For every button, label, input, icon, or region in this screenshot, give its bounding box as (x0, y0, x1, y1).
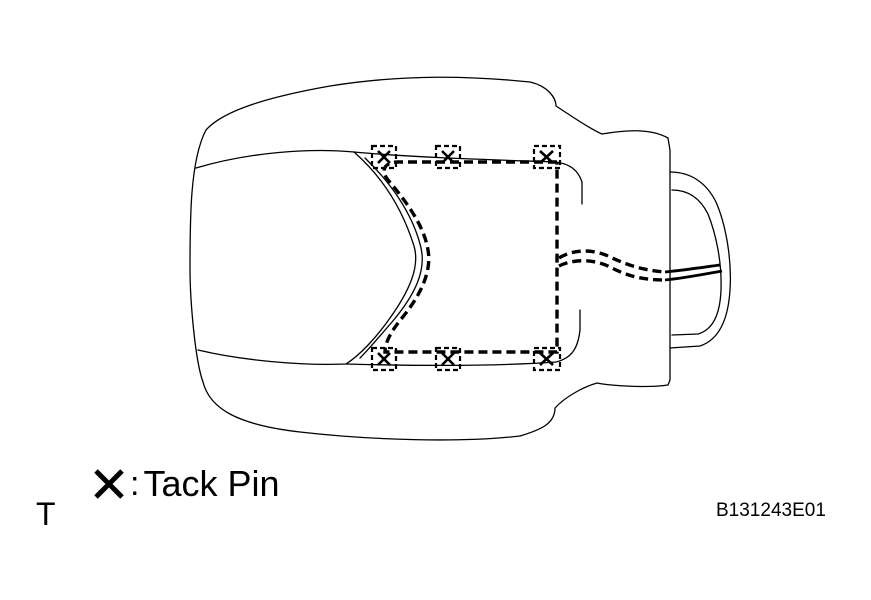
corner-letter: T (36, 496, 56, 532)
rear-panel-upper-edge (353, 151, 583, 205)
tack-pin (434, 144, 462, 170)
x-mark-icon (94, 469, 124, 499)
wire-harness-solid (664, 263, 721, 274)
rear-panel-lower-edge (345, 309, 581, 366)
cushion-cover-outline (189, 76, 671, 441)
tack-pin (532, 144, 562, 170)
front-pad-inner-line (359, 157, 423, 359)
figure-code: B131243E01 (716, 500, 826, 521)
tack-pin (370, 144, 398, 170)
legend: : Tack Pin (92, 462, 280, 506)
hidden-frame-dashed-line (382, 160, 559, 354)
tack-pin (434, 346, 462, 372)
tack-pin (370, 346, 398, 372)
seat-frame-rail-inner (671, 189, 722, 336)
wire-harness-dashed (558, 249, 666, 274)
wire-harness-solid-lower (664, 269, 723, 282)
wire-harness-dashed-lower (558, 259, 666, 282)
seat-frame-rail (669, 171, 732, 349)
tack-pin (532, 346, 562, 372)
legend-label: Tack Pin (143, 463, 280, 504)
legend-separator: : (130, 465, 140, 503)
front-pad-outline (195, 149, 417, 366)
